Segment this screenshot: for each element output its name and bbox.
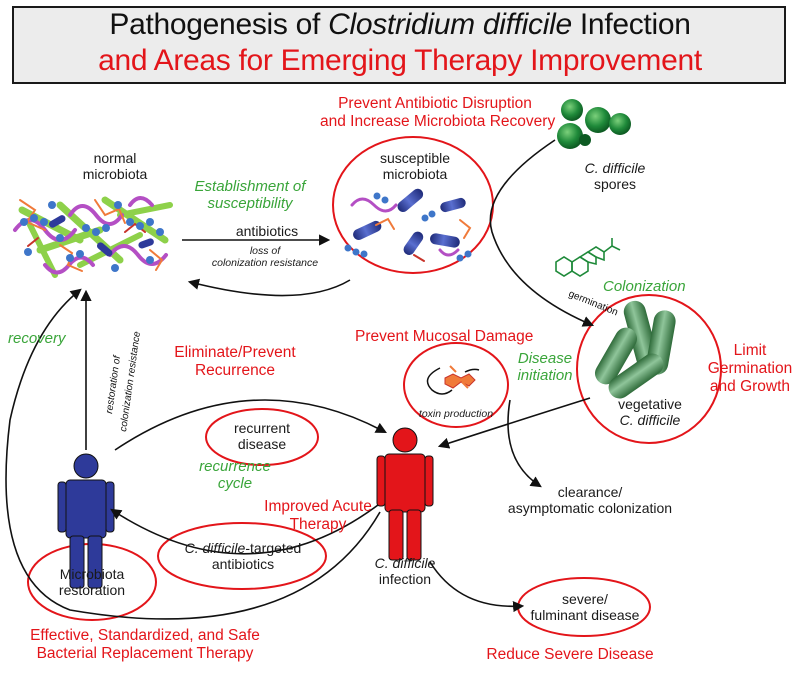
clearance-label: clearance/ asymptomatic colonization [507, 484, 673, 517]
recurrence-cycle-stage-label: recurrence cycle [199, 458, 271, 493]
targeted-antibiotics-label: C. difficile-targeted antibiotics [184, 540, 302, 573]
prevent-mucosal-damage-label: Prevent Mucosal Damage [355, 328, 534, 345]
arrow-disease-initiation [437, 397, 591, 449]
arrow-recurrence [114, 399, 387, 451]
susceptible-microbiota-node [332, 136, 494, 274]
recovery-stage-label: recovery [8, 330, 66, 347]
arrow-replacement-therapy [5, 288, 381, 620]
toxin-production-label: toxin production [418, 408, 494, 420]
targeted-antibiotics-ellipse [157, 522, 327, 590]
eliminate-recurrence-label: Eliminate/Prevent Recurrence [174, 344, 296, 379]
reduce-severe-label: Reduce Severe Disease [486, 646, 654, 663]
normal-microbiota-label: normal microbiota [82, 150, 148, 183]
replacement-therapy-label: Effective, Standardized, and Safe Bacter… [30, 627, 260, 662]
spores-illustration [557, 99, 631, 149]
improved-acute-therapy-label: Improved Acute Therapy [264, 498, 372, 533]
loss-of-resistance-label: loss of colonization resistance [211, 245, 319, 270]
vegetative-label: vegetative C. difficile [618, 396, 682, 429]
restoration-label-line-1: restoration of [104, 354, 123, 415]
title-box [12, 6, 786, 84]
microbiota-restoration-label: Microbiota restoration [58, 566, 126, 599]
toxin-production-node [403, 342, 509, 428]
vegetative-node [576, 294, 722, 444]
arrow-clearance [507, 399, 542, 488]
colonization-stage-label: Colonization [603, 278, 686, 295]
limit-germination-label: Limit Germination and Growth [707, 342, 793, 395]
title-line-1: Pathogenesis of Clostridium difficile In… [109, 8, 691, 41]
antibiotics-label: antibiotics [235, 223, 299, 239]
arrow-severe [429, 561, 525, 613]
infection-label: C. difficile infection [374, 555, 436, 588]
arrows [5, 139, 595, 620]
disease-initiation-stage-label: Disease initiation [517, 350, 573, 385]
spores-label: C. difficile spores [584, 160, 646, 193]
restoration-label-line-2: colonization resistance [118, 330, 143, 432]
recovered-patient-figure [57, 453, 115, 589]
infected-patient-figure [376, 427, 434, 561]
recurrent-disease-label: recurrent disease [233, 420, 291, 453]
bile-acid-molecule-icon [555, 238, 621, 277]
susceptible-microbiota-label: susceptible microbiota [379, 150, 451, 183]
arrow-acute-therapy [110, 504, 379, 555]
title-line-2: and Areas for Emerging Therapy Improveme… [98, 44, 702, 77]
normal-microbiota-illustration [13, 196, 173, 278]
severe-disease-label: severe/ fulminant disease [530, 591, 640, 624]
establishment-stage-label: Establishment of susceptibility [194, 178, 306, 213]
recurrent-disease-ellipse [205, 408, 319, 466]
arrow-recovery-to-normal [187, 278, 351, 297]
prevent-disruption-label: Prevent Antibiotic Disruption and Increa… [320, 95, 556, 130]
arrow-germination [489, 139, 595, 327]
